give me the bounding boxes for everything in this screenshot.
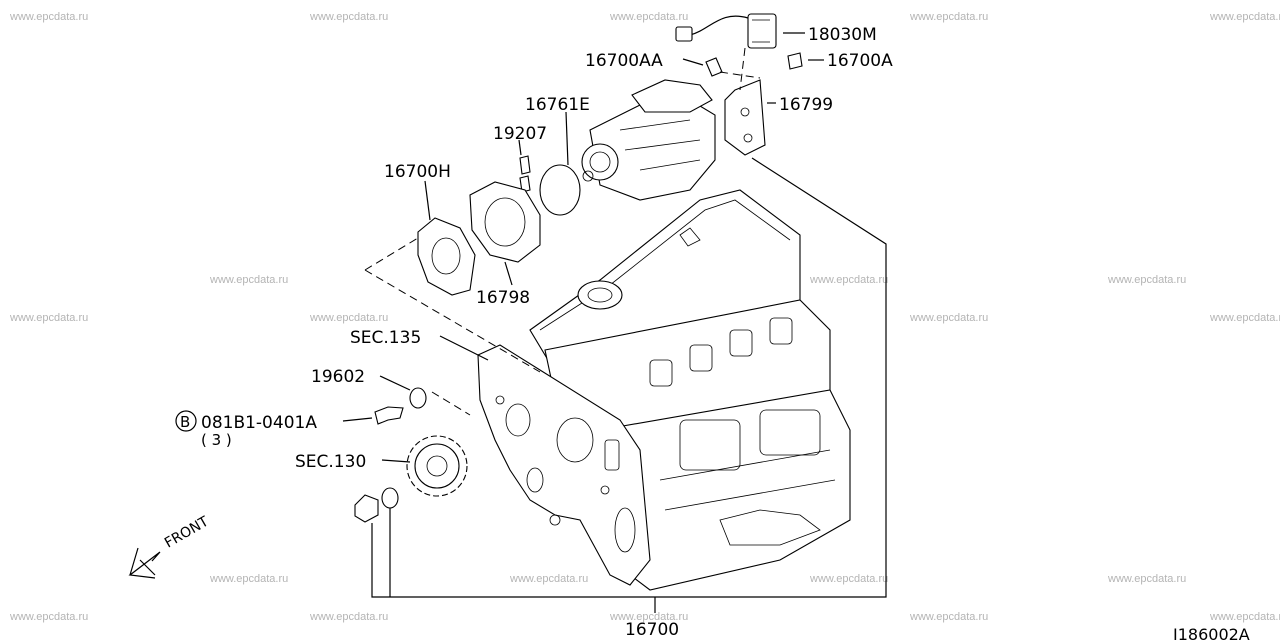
pump-bracket xyxy=(724,79,766,156)
watermark: www.epcdata.ru xyxy=(1107,274,1186,286)
adapter-plate-16798 xyxy=(469,181,541,263)
pump-sprocket xyxy=(406,435,468,497)
bolt-marker: B xyxy=(180,413,190,431)
watermark: www.epcdata.ru xyxy=(809,274,888,286)
watermark: www.epcdata.ru xyxy=(509,573,588,585)
diagram-id: J186002A xyxy=(1172,625,1250,640)
washer-19602 xyxy=(409,387,427,409)
engine-block xyxy=(477,189,851,591)
watermark: www.epcdata.ru xyxy=(309,611,388,623)
gasket-16700H xyxy=(417,217,476,296)
watermark: www.epcdata.ru xyxy=(309,11,388,23)
part-label-16700: 16700 xyxy=(625,620,679,640)
watermarks: www.epcdata.ru www.epcdata.ru www.epcdat… xyxy=(9,11,1280,623)
watermark: www.epcdata.ru xyxy=(1209,611,1280,623)
watermark: www.epcdata.ru xyxy=(209,274,288,286)
front-label: FRONT xyxy=(162,513,212,551)
watermark: www.epcdata.ru xyxy=(909,611,988,623)
injection-pump xyxy=(581,79,716,201)
front-plate xyxy=(477,344,651,586)
watermark: www.epcdata.ru xyxy=(909,11,988,23)
watermark: www.epcdata.ru xyxy=(609,611,688,623)
section-label-130: SEC.130 xyxy=(295,452,366,472)
watermark: www.epcdata.ru xyxy=(909,312,988,324)
part-label-16700A: 16700A xyxy=(827,51,893,71)
front-arrow-icon xyxy=(128,547,161,579)
nut xyxy=(354,494,379,523)
watermark: www.epcdata.ru xyxy=(309,312,388,324)
watermark: www.epcdata.ru xyxy=(209,573,288,585)
bolt-16700AA xyxy=(705,57,723,77)
watermark: www.epcdata.ru xyxy=(9,611,88,623)
watermark: www.epcdata.ru xyxy=(1209,312,1280,324)
bolt-quantity: ( 3 ) xyxy=(201,431,232,449)
part-label-16799: 16799 xyxy=(779,95,833,115)
watermark: www.epcdata.ru xyxy=(809,573,888,585)
watermark: www.epcdata.ru xyxy=(609,11,688,23)
bolt-081B1-0401A xyxy=(374,406,404,425)
part-label-18030M: 18030M xyxy=(808,25,877,45)
leader-lines xyxy=(342,32,887,613)
part-label-bolt: 081B1-0401A xyxy=(201,413,317,433)
washer xyxy=(381,487,399,509)
o-ring-16761E xyxy=(539,164,581,216)
part-label-16700H: 16700H xyxy=(384,162,451,182)
front-direction-indicator: FRONT xyxy=(128,513,212,579)
part-label-19602: 19602 xyxy=(311,367,365,387)
watermark: www.epcdata.ru xyxy=(9,11,88,23)
dowel-pin xyxy=(519,155,531,175)
sensor-harness xyxy=(675,13,777,49)
bolt-marker-circle xyxy=(175,410,197,432)
part-label-16761E: 16761E xyxy=(525,95,590,115)
watermark: www.epcdata.ru xyxy=(9,312,88,324)
part-label-19207: 19207 xyxy=(493,124,547,144)
dowel-pin xyxy=(519,175,531,193)
section-label-135: SEC.135 xyxy=(350,328,421,348)
bolt-16700A xyxy=(787,52,803,70)
part-label-16700AA: 16700AA xyxy=(585,51,663,71)
part-label-16798: 16798 xyxy=(476,288,530,308)
watermark: www.epcdata.ru xyxy=(1107,573,1186,585)
watermark: www.epcdata.ru xyxy=(1209,11,1280,23)
oil-filler-cap xyxy=(577,280,623,310)
